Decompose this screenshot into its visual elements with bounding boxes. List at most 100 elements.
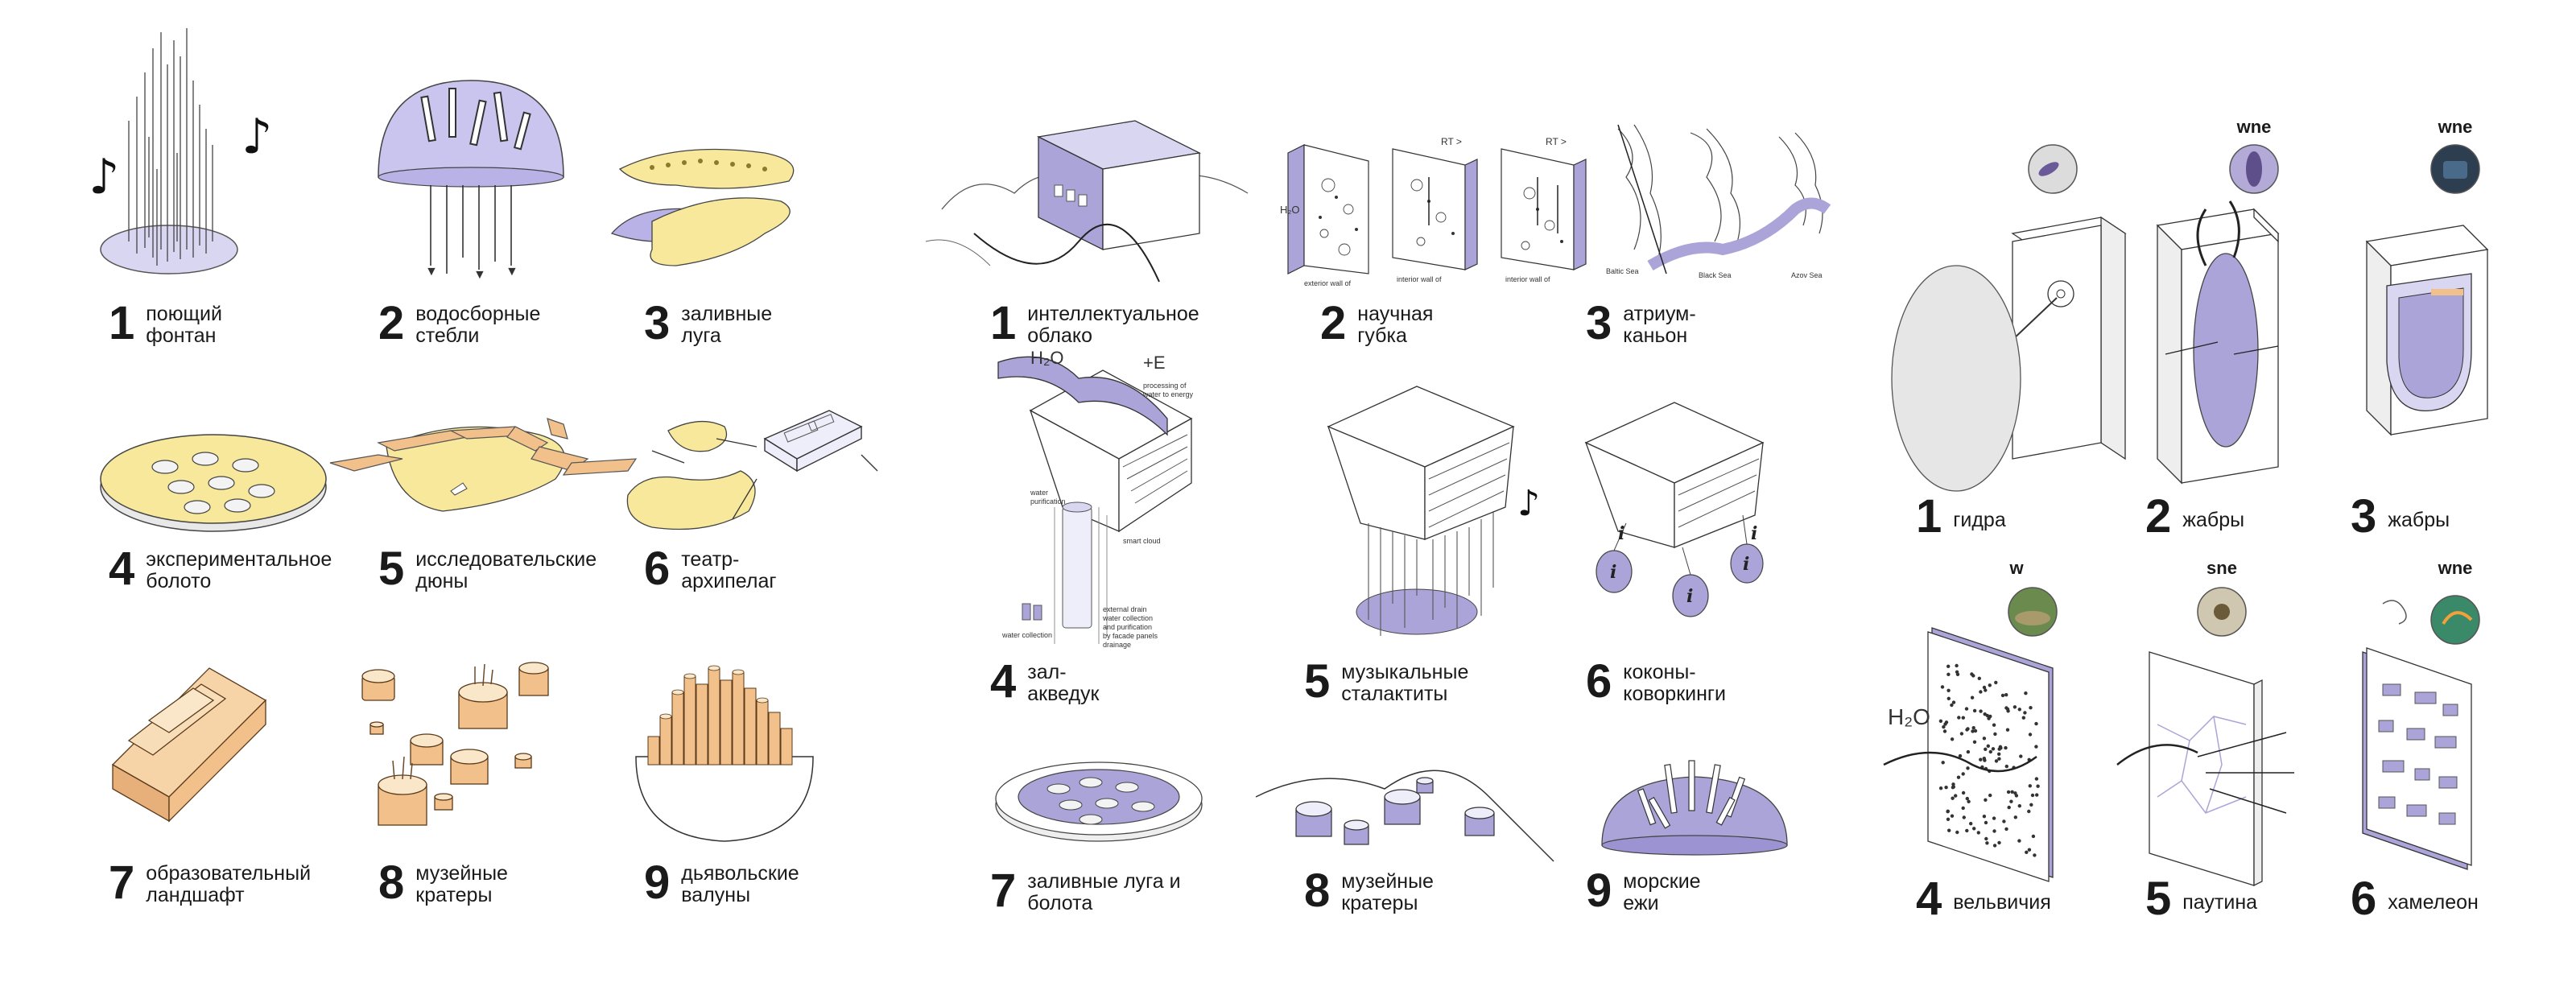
black-sea-label: Black Sea [1699, 271, 1732, 279]
welwitschia-dot [1956, 775, 1961, 779]
external-drain-label: external drain [1103, 605, 1147, 613]
gills-2-illustration [2365, 144, 2489, 436]
item-label: паутина [2182, 891, 2258, 914]
welwitschia-dot [2004, 706, 2008, 710]
welwitschia-dot [1987, 716, 1991, 720]
welwitschia-dot [1997, 840, 2001, 845]
item-number: 4 [1916, 873, 1942, 925]
welwitschia-dot [2002, 819, 2006, 823]
welwitschia-dot [1965, 828, 1969, 833]
welwitschia-dot [2017, 839, 2021, 843]
welwitschia-dot [2007, 805, 2011, 810]
welwitschia-dot [1955, 830, 1959, 835]
devil-boulders-illustration [635, 665, 814, 842]
welwitschia-dot [2004, 764, 2008, 769]
badge-label-gills-2: wne [2438, 117, 2473, 137]
welwitschia-dot [1982, 685, 1987, 690]
welwitschia-dot [1984, 836, 1988, 841]
welwitschia-dot [2019, 754, 2023, 758]
item-label: коконы-коворкинги [1623, 661, 1726, 705]
museum-craters-illustration [361, 662, 549, 826]
welwitschia-dot [1959, 732, 1964, 736]
welwitschia-dot [1976, 831, 1980, 835]
external-drain-label-4: by facade panels [1103, 632, 1158, 640]
svg-text:♪: ♪ [242, 109, 272, 165]
aqueduct-hall-illustration: H₂O +E processing of water to energy wat… [997, 348, 1194, 649]
welwitschia-dot [2000, 693, 2005, 698]
svg-text:♪: ♪ [1517, 483, 1540, 524]
welwitschia-dot [1988, 749, 1992, 754]
interior-wall-label: interior wall of [1397, 275, 1442, 283]
welwitschia-dot [1946, 810, 1950, 814]
experimental-marsh-illustration [100, 434, 327, 532]
svg-text:▼: ▼ [473, 268, 486, 282]
item-number: 6 [2351, 873, 2377, 925]
chameleon-illustration [2362, 595, 2480, 870]
item-number: 2 [2145, 490, 2172, 543]
caption-p3-1: 1 гидра [1916, 490, 2006, 543]
welwitschia-dot [1972, 708, 1977, 713]
welwitschia-dot [2013, 791, 2017, 795]
welwitschia-dot [1946, 688, 1951, 692]
welwitschia-dot [1943, 722, 1947, 726]
rt-label-1: RT > [1441, 136, 1462, 147]
item-number: 2 [1320, 297, 1347, 349]
singing-fountain-illustration: ♪ ♪ [89, 28, 272, 274]
welwitschia-dot [1971, 726, 1975, 730]
welwitschia-dot [2033, 853, 2037, 857]
item-number: 1 [990, 297, 1017, 349]
water-stems-illustration: ▼▼▼ [378, 80, 564, 282]
gills-1-illustration [2156, 144, 2280, 485]
welwitschia-dot [1967, 799, 1971, 803]
item-number: 7 [990, 865, 1017, 917]
item-number: 1 [1916, 490, 1942, 543]
processing-label-2: water to energy [1142, 390, 1194, 398]
plus-e-label: +E [1143, 353, 1166, 373]
welwitschia-dot [2036, 784, 2040, 788]
external-drain-label-2: water collection [1102, 614, 1153, 622]
research-dunes-illustration [329, 418, 638, 512]
welwitschia-dot [1988, 683, 1992, 687]
smart-cloud-label: smart cloud [1123, 537, 1161, 545]
welwitschia-dot [2006, 709, 2010, 713]
welwitschia-dot [1972, 740, 1977, 744]
welwitschia-dot [1946, 817, 1951, 821]
info-icon-3: i [1743, 554, 1749, 575]
welwitschia-dot [2004, 745, 2008, 750]
welwitschia-dot [1938, 786, 1943, 790]
caption-p1-6: 6 театр-архипелаг [644, 546, 777, 592]
item-label: театр-архипелаг [681, 548, 777, 592]
rt-label-2: RT > [1546, 136, 1567, 147]
coworking-cocoons-illustration: i i i i i [1584, 402, 1765, 617]
welwitschia-dot [2006, 790, 2011, 794]
item-label: гидра [1953, 509, 2006, 531]
item-number: 8 [1304, 865, 1331, 917]
welwitschia-dot [1961, 716, 1965, 720]
welwitschia-dot [1958, 753, 1963, 758]
welwitschia-dot [1997, 757, 2001, 761]
welwitschia-illustration: H₂O [1883, 587, 2058, 882]
welwitschia-dot [1985, 713, 1989, 718]
badge-label-web: sne [2207, 558, 2237, 578]
welwitschia-dot [2024, 691, 2028, 695]
educational-landscape-illustration [111, 667, 267, 823]
caption-p2-4: 4 зал-акведук [990, 658, 1100, 705]
welwitschia-dot [1985, 841, 1989, 845]
welwitschia-dot [2021, 716, 2025, 720]
item-number: 4 [109, 543, 135, 595]
welwitschia-dot [2029, 803, 2033, 807]
svg-text:▼: ▼ [425, 265, 438, 279]
svg-text:♪: ♪ [89, 149, 119, 205]
